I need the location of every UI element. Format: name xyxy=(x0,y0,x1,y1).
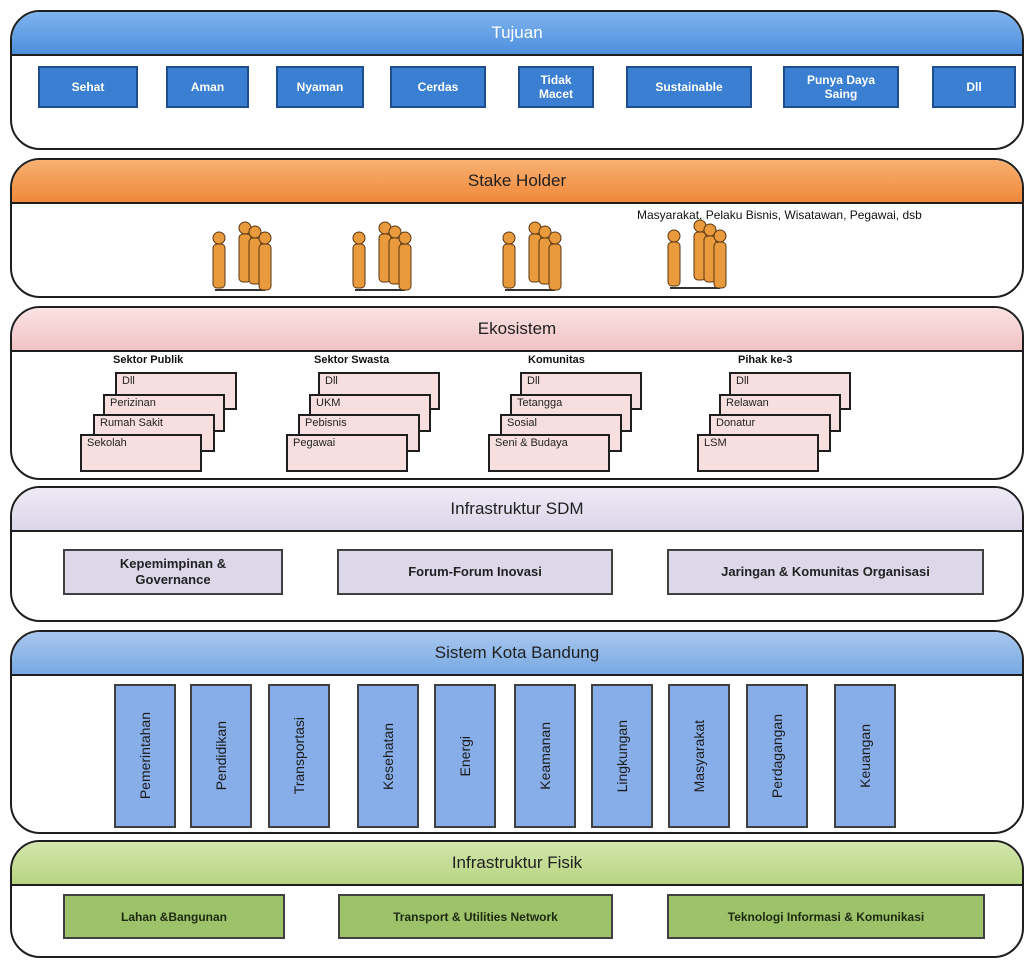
system-energi: Energi xyxy=(434,684,496,828)
system-perdagangan: Perdagangan xyxy=(746,684,808,828)
layer-title-sistem-kota: Sistem Kota Bandung xyxy=(12,632,1022,676)
layer-title-ekosistem: Ekosistem xyxy=(12,308,1022,352)
ecosystem-card: Sekolah xyxy=(80,434,202,472)
people-group-icon xyxy=(212,221,272,291)
sdm-kepemimpinan: Kepemimpinan & Governance xyxy=(63,549,283,595)
system-keamanan: Keamanan xyxy=(514,684,576,828)
goal-aman: Aman xyxy=(166,66,249,108)
system-keuangan: Keuangan xyxy=(834,684,896,828)
sector-title-komunitas: Komunitas xyxy=(528,354,585,366)
goal-tidak-macet: Tidak Macet xyxy=(518,66,594,108)
layer-title-stakeholder: Stake Holder xyxy=(12,160,1022,204)
layer-title-tujuan: Tujuan xyxy=(12,12,1022,56)
people-group-icon xyxy=(352,221,412,291)
system-pendidikan: Pendidikan xyxy=(190,684,252,828)
sector-title-swasta: Sektor Swasta xyxy=(314,354,390,366)
layer-stakeholder: Stake Holder xyxy=(10,158,1024,298)
ecosystem-card: Seni & Budaya xyxy=(488,434,610,472)
fisik-teknologi-informasi: Teknologi Informasi & Komunikasi xyxy=(667,894,985,939)
goal-punya-daya-saing: Punya Daya Saing xyxy=(783,66,899,108)
goal-cerdas: Cerdas xyxy=(390,66,486,108)
sector-title-pihak-ke-3: Pihak ke-3 xyxy=(738,354,793,366)
layer-title-sdm: Infrastruktur SDM xyxy=(12,488,1022,532)
goal-sustainable: Sustainable xyxy=(626,66,752,108)
stakeholder-caption: Masyarakat, Pelaku Bisnis, Wisatawan, Pe… xyxy=(637,208,922,222)
system-kesehatan: Kesehatan xyxy=(357,684,419,828)
sdm-forum-inovasi: Forum-Forum Inovasi xyxy=(337,549,613,595)
people-group-icon xyxy=(667,219,727,289)
ecosystem-card: LSM xyxy=(697,434,819,472)
people-group-icon xyxy=(502,221,562,291)
system-masyarakat: Masyarakat xyxy=(668,684,730,828)
sdm-jaringan-komunitas: Jaringan & Komunitas Organisasi xyxy=(667,549,984,595)
sector-title-publik: Sektor Publik xyxy=(113,354,184,366)
system-lingkungan: Lingkungan xyxy=(591,684,653,828)
system-transportasi: Transportasi xyxy=(268,684,330,828)
system-pemerintahan: Pemerintahan xyxy=(114,684,176,828)
layer-title-fisik: Infrastruktur Fisik xyxy=(12,842,1022,886)
fisik-lahan-bangunan: Lahan &Bangunan xyxy=(63,894,285,939)
goal-nyaman: Nyaman xyxy=(276,66,364,108)
ecosystem-card: Pegawai xyxy=(286,434,408,472)
goal-dll: Dll xyxy=(932,66,1016,108)
fisik-transport-utilities: Transport & Utilities Network xyxy=(338,894,613,939)
goal-sehat: Sehat xyxy=(38,66,138,108)
